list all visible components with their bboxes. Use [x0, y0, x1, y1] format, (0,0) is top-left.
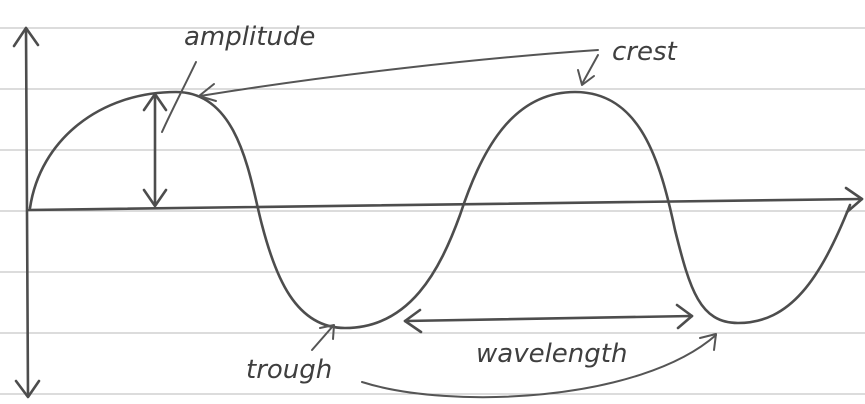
crest-pointer-arrowhead-right: [577, 69, 595, 86]
ruled-paper-lines: [0, 27, 865, 395]
vertical-axis-bottom-arrowhead: [14, 379, 41, 399]
trough-curve-arrow: [361, 333, 717, 399]
vertical-axis: [12, 26, 41, 399]
amplitude-pointer-line: [161, 61, 197, 133]
wavelength-arrow-right-head: [675, 303, 694, 330]
crest-pointer-long-line: [199, 49, 599, 97]
trough-pointer: [311, 324, 335, 351]
crest-pointer-short-arrow: [581, 54, 599, 85]
wavelength-arrow-left-head: [403, 308, 423, 334]
amplitude-arrow-top-head: [142, 92, 168, 112]
vertical-axis-top-arrowhead: [12, 26, 40, 48]
wavelength-arrow-shaft: [403, 314, 694, 323]
sine-wave: [28, 90, 852, 330]
horizontal-axis: [26, 186, 864, 214]
amplitude-arrow: [142, 92, 168, 208]
amplitude-arrow-bottom-head: [142, 188, 168, 208]
horizontal-axis-line: [26, 197, 864, 212]
horizontal-axis-arrowhead: [844, 186, 864, 214]
amplitude-label: amplitude: [184, 22, 315, 52]
trough-curve-line: [361, 334, 717, 399]
crest-pointer-arrowhead-left: [198, 83, 217, 102]
trough-curve-arrowhead: [699, 333, 717, 351]
trough-pointer-line: [311, 325, 334, 351]
crest-pointer: [198, 49, 599, 102]
wavelength-arrow: [403, 303, 694, 334]
trough-label: trough: [246, 355, 332, 385]
trough-pointer-arrowhead: [319, 324, 335, 340]
vertical-axis-line: [24, 26, 30, 398]
crest-label: crest: [612, 37, 678, 67]
wavelength-label: wavelength: [476, 339, 627, 369]
